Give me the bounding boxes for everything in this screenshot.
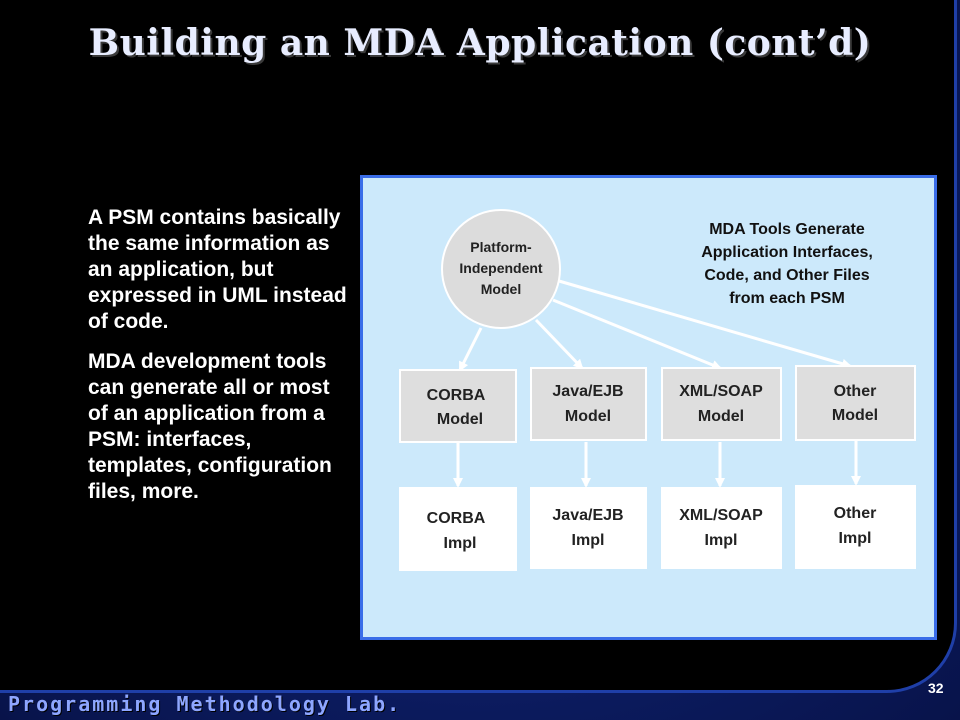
- pim-label-line-2: Independent: [459, 260, 543, 276]
- impl-corba-line-2: Impl: [444, 535, 477, 552]
- caption-line-2: Application Interfaces,: [701, 244, 873, 261]
- caption-line-4: from each PSM: [729, 290, 845, 307]
- body-text: A PSM contains basically the same inform…: [88, 205, 353, 519]
- tools-caption: MDA Tools Generate Application Interface…: [701, 221, 873, 307]
- impl-box-xml: XML/SOAP Impl: [661, 487, 782, 569]
- model-corba-line-2: Model: [437, 411, 483, 428]
- impl-other-line-1: Other: [834, 505, 877, 522]
- model-box-xml: XML/SOAP Model: [661, 367, 782, 441]
- impl-xml-line-1: XML/SOAP: [679, 507, 763, 524]
- arrow-pim-to-xml: [552, 298, 722, 370]
- arrow-pim-to-java: [534, 318, 584, 370]
- impl-other-line-2: Impl: [839, 530, 872, 547]
- pim-arrows: [458, 279, 852, 372]
- impl-box-other: Other Impl: [795, 485, 916, 569]
- model-other-line-1: Other: [834, 383, 877, 400]
- pim-node: Platform- Independent Model: [441, 209, 561, 329]
- impl-xml-line-2: Impl: [705, 532, 738, 549]
- diagram-canvas: Platform- Independent Model MDA Tools Ge…: [399, 209, 916, 571]
- caption-line-1: MDA Tools Generate: [709, 221, 865, 238]
- pim-label-line-1: Platform-: [470, 239, 532, 255]
- paragraph-mda-tools: MDA development tools can generate all o…: [88, 350, 332, 503]
- model-box-java: Java/EJB Model: [530, 367, 647, 441]
- model-corba-line-1: CORBA: [427, 387, 486, 404]
- model-java-line-2: Model: [565, 408, 611, 425]
- page-number: 32: [928, 680, 944, 696]
- model-box-other: Other Model: [795, 365, 916, 441]
- caption-line-3: Code, and Other Files: [704, 267, 869, 284]
- arrow-pim-to-corba: [458, 327, 483, 372]
- model-xml-line-2: Model: [698, 408, 744, 425]
- impl-box-corba: CORBA Impl: [399, 487, 517, 571]
- impl-corba-line-1: CORBA: [427, 510, 486, 527]
- mda-diagram: Platform- Independent Model MDA Tools Ge…: [360, 175, 937, 640]
- model-box-corba: CORBA Model: [399, 369, 517, 443]
- model-xml-line-1: XML/SOAP: [679, 383, 763, 400]
- model-java-line-1: Java/EJB: [552, 383, 623, 400]
- paragraph-psm: A PSM contains basically the same inform…: [88, 206, 347, 333]
- slide-title: Building an MDA Application (cont’d): [88, 22, 872, 64]
- impl-arrows: [453, 440, 861, 488]
- impl-java-line-1: Java/EJB: [552, 507, 623, 524]
- model-other-line-2: Model: [832, 407, 878, 424]
- pim-label-line-3: Model: [481, 281, 521, 297]
- footer-lab-name: Programming Methodology Lab.: [8, 692, 402, 716]
- arrow-pim-to-other: [558, 279, 852, 369]
- impl-box-java: Java/EJB Impl: [530, 487, 647, 569]
- impl-java-line-2: Impl: [572, 532, 605, 549]
